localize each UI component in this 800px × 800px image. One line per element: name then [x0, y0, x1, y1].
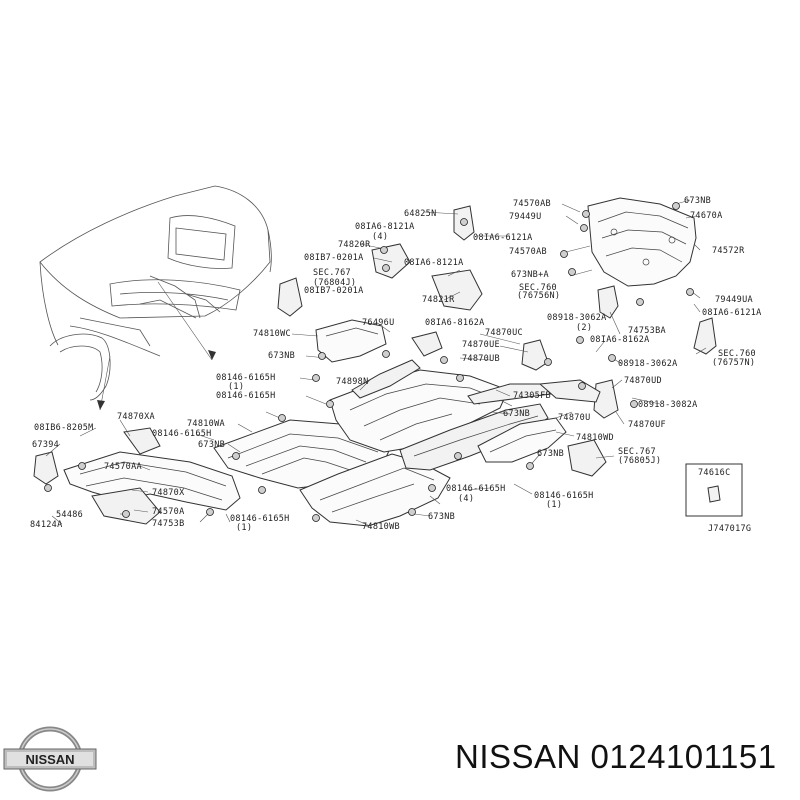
label-sec-767-2: SEC.767 [618, 447, 656, 457]
label-08146-6165H-3: 08146-6165H [152, 429, 212, 439]
label-74810WA: 74810WA [187, 419, 225, 429]
inset-74616C [685, 463, 743, 517]
label-76804J: (76804J) [313, 278, 356, 288]
label-673NB: 673NB [684, 196, 711, 206]
bolts [44, 202, 694, 522]
label-79449U: 79449U [509, 212, 542, 222]
label-76805J: (76805J) [618, 456, 661, 466]
label-08IA6-8121A: 08IA6-8121A [355, 222, 415, 232]
qty-label-a: (2) [576, 323, 592, 333]
label-67394: 67394 [32, 440, 59, 450]
center-undercover-74810WB [299, 453, 451, 527]
label-76496U: 76496U [362, 318, 395, 328]
label-673NB-5: 673NB [537, 449, 564, 459]
label-J747017G: J747017G [708, 524, 751, 534]
label-74570AB-2: 74570AB [509, 247, 547, 257]
brand-footer: NISSAN NISSAN 0124101151 [0, 718, 800, 800]
label-08IA6-6121A: 08IA6-6121A [473, 233, 533, 243]
label-74810WB: 74810WB [362, 522, 400, 532]
label-74870UF: 74870UF [628, 420, 666, 430]
label-76756N: (76756N) [517, 291, 560, 301]
label-08146-6165H-4: 08146-6165H [446, 484, 506, 494]
label-sec-760-2: SEC.760 [718, 349, 756, 359]
label-84124A: 84124A [30, 520, 63, 530]
label-74810WC: 74810WC [253, 329, 291, 339]
label-qty-4: (4) [372, 232, 388, 242]
undercover-panels [213, 319, 567, 527]
left-cross-member [33, 427, 241, 525]
label-74570AA: 74570AA [104, 462, 142, 472]
label-76757N: (76757N) [712, 358, 755, 368]
label-08IA6-8162A-2: 08IA6-8162A [590, 335, 650, 345]
label-08IB7-0201A: 08IB7-0201A [304, 253, 364, 263]
label-673NB-3: 673NB [503, 409, 530, 419]
label-74753B: 74753B [152, 519, 185, 529]
label-08146-6165H-5: 08146-6165H [534, 491, 594, 501]
label-74821R: 74821R [422, 295, 455, 305]
qty-label-b: (1) [228, 382, 244, 392]
brace-74898N [351, 359, 421, 399]
label-08146-6165H-6: 08146-6165H [230, 514, 290, 524]
label-08IA6-6121A-2: 08IA6-6121A [702, 308, 762, 318]
label-64825N: 64825N [404, 209, 437, 219]
label-673NB-2: 673NB [268, 351, 295, 361]
label-74670A: 74670A [690, 211, 723, 221]
part-labels: 64825N 74570AB 673NB 74670A 79449U 08IA6… [30, 196, 762, 534]
label-74898N: 74898N [336, 377, 369, 387]
part-number-caption: NISSAN 0124101151 [455, 738, 777, 775]
label-sec-760: SEC.760 [519, 283, 557, 293]
label-74870XA: 74870XA [117, 412, 155, 422]
label-08IB7-0201A-2: 08IB7-0201A [304, 286, 364, 296]
label-673NB+A: 673NB+A [511, 270, 549, 280]
label-74616C: 74616C [698, 468, 731, 478]
label-74810WD: 74810WD [576, 433, 614, 443]
label-08918-3062A-2: 08918-3062A [618, 359, 678, 369]
label-08146-6165H-2: 08146-6165H [216, 391, 276, 401]
label-673NB-4: 673NB [198, 440, 225, 450]
label-sec-767: SEC.767 [313, 268, 351, 278]
rear-panel-74572R [587, 197, 717, 355]
label-74870UE: 74870UE [462, 340, 500, 350]
qty-label-c: (4) [458, 494, 474, 504]
label-74572R: 74572R [712, 246, 745, 256]
label-79449UA: 79449UA [715, 295, 753, 305]
label-74870UC: 74870UC [485, 328, 523, 338]
label-74870UB: 74870UB [462, 354, 500, 364]
label-08IA6-8121A-2: 08IA6-8121A [404, 258, 464, 268]
label-74570A: 74570A [152, 507, 185, 517]
label-54486: 54486 [56, 510, 83, 520]
label-08IB6-8205M: 08IB6-8205M [34, 423, 94, 433]
label-08146-6165H: 08146-6165H [216, 373, 276, 383]
label-74753BA: 74753BA [628, 326, 666, 336]
label-74870U: 74870U [558, 413, 591, 423]
label-08IA6-8162A: 08IA6-8162A [425, 318, 485, 328]
label-74820R: 74820R [338, 240, 371, 250]
label-74305FB: 74305FB [513, 391, 551, 401]
car-body-outline [39, 185, 272, 411]
label-673NB-6: 673NB [428, 512, 455, 522]
qty-label-e: (1) [236, 523, 252, 533]
label-08918-3062A: 08918-3062A [547, 313, 607, 323]
upper-undercover-74810WC [315, 319, 387, 363]
label-74870X: 74870X [152, 488, 185, 498]
nissan-logo: NISSAN [3, 726, 97, 792]
label-74570AB: 74570AB [513, 199, 551, 209]
rear-cover-74810WD [477, 417, 567, 463]
logo-text: NISSAN [25, 752, 74, 767]
qty-label-d: (1) [546, 500, 562, 510]
label-08918-3082A: 08918-3082A [638, 400, 698, 410]
label-74870UD: 74870UD [624, 376, 662, 386]
